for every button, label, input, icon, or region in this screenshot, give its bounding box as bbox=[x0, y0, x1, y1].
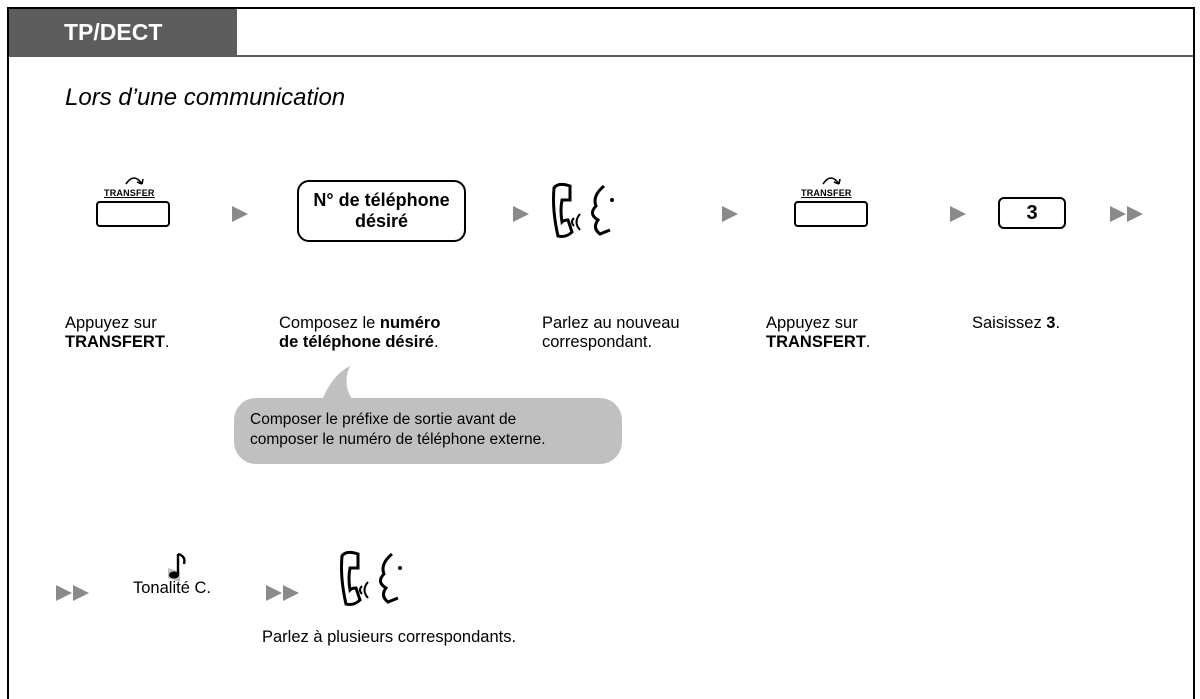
double-arrow-icon bbox=[56, 585, 89, 601]
note-callout: Composer le préfixe de sortie avant de c… bbox=[234, 398, 622, 464]
step-4-caption: Appuyez sur TRANSFERT. bbox=[766, 314, 871, 352]
transfer-key-button bbox=[96, 201, 170, 227]
dial-box-line2: désiré bbox=[354, 211, 409, 231]
step-1-caption: Appuyez sur TRANSFERT. bbox=[65, 314, 170, 352]
step-2-bold2: de téléphone désiré bbox=[279, 333, 434, 351]
tone-label: Tonalité C. bbox=[133, 579, 211, 597]
transfer-key-label: TRANSFER bbox=[801, 188, 852, 198]
section-tab: TP/DECT bbox=[9, 9, 237, 55]
transfer-key-label: TRANSFER bbox=[104, 188, 155, 198]
callout-pointer bbox=[320, 366, 358, 406]
dial-box-line1: N° de téléphone bbox=[313, 190, 450, 210]
step-5-caption: Saisissez 3. bbox=[972, 314, 1060, 333]
step-3-caption: Parlez au nouveau correspondant. bbox=[542, 314, 680, 352]
callout-line1: Composer le préfixe de sortie avant de bbox=[250, 411, 517, 428]
arrow-right-icon bbox=[513, 206, 529, 222]
page-subtitle: Lors d’une communication bbox=[65, 84, 346, 111]
music-note-icon bbox=[168, 552, 186, 582]
section-header-rule bbox=[9, 55, 1193, 57]
callout-line2: composer le numéro de téléphone externe. bbox=[250, 431, 546, 448]
step-2-text: Composez le bbox=[279, 314, 380, 332]
step-2-post: . bbox=[433, 333, 439, 351]
arrow-right-icon bbox=[232, 206, 248, 222]
transfer-key-button bbox=[794, 201, 868, 227]
step-4-post: . bbox=[865, 333, 871, 351]
step-1-bold: TRANSFERT bbox=[65, 333, 165, 351]
step-1-text: Appuyez sur bbox=[65, 314, 157, 332]
arrow-right-icon bbox=[722, 206, 738, 222]
step-5-post: . bbox=[1055, 314, 1061, 332]
step-4-bold: TRANSFERT bbox=[766, 333, 866, 351]
step-4-text: Appuyez sur bbox=[766, 314, 858, 332]
digit-key-box: 3 bbox=[998, 197, 1066, 229]
page-frame bbox=[7, 7, 1195, 699]
double-arrow-icon bbox=[266, 585, 299, 601]
step-2-caption: Composez le numéro de téléphone désiré. bbox=[279, 314, 440, 352]
step-3-line1: Parlez au nouveau bbox=[542, 314, 680, 332]
step-1-post: . bbox=[164, 333, 170, 351]
step-5-text: Saisissez bbox=[972, 314, 1047, 332]
step-2-bold1: numéro bbox=[379, 314, 441, 332]
step-5-bold: 3 bbox=[1046, 314, 1056, 332]
handset-talk-icon bbox=[552, 182, 614, 238]
handset-talk-icon bbox=[340, 550, 402, 606]
dial-number-box: N° de téléphone désiré bbox=[297, 180, 466, 242]
arrow-right-icon bbox=[950, 206, 966, 222]
final-step-caption: Parlez à plusieurs correspondants. bbox=[262, 628, 517, 646]
step-3-line2: correspondant. bbox=[542, 333, 653, 351]
double-arrow-icon bbox=[1110, 206, 1143, 222]
